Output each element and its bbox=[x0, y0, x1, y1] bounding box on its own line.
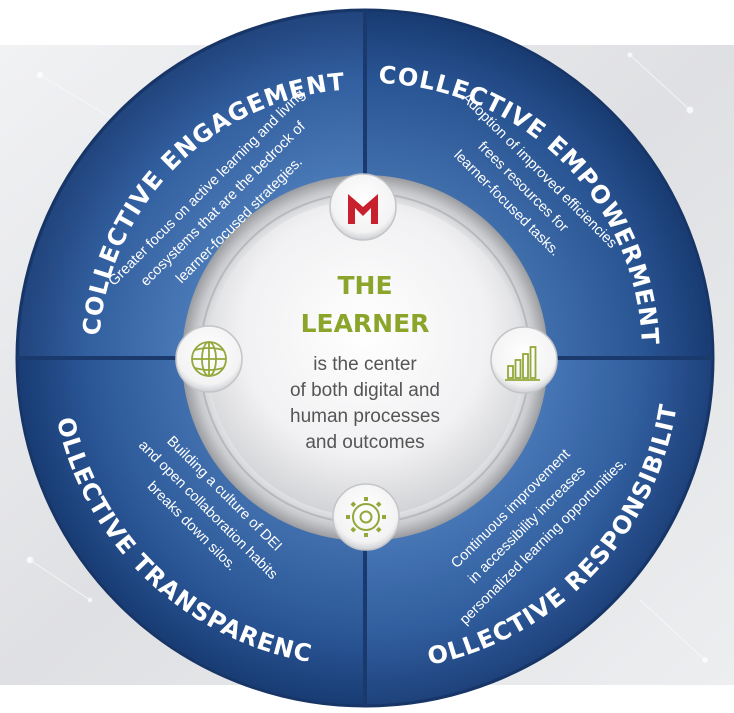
bar-chart-icon bbox=[490, 326, 558, 394]
center-body-line: and outcomes bbox=[305, 432, 424, 453]
center-title-line2: LEARNER bbox=[301, 309, 430, 338]
center-body-line: human processes bbox=[290, 406, 440, 427]
m-logo-icon bbox=[329, 173, 397, 241]
center-body-line: is the center bbox=[313, 354, 417, 375]
center-body-line: of both digital and bbox=[290, 380, 440, 401]
center-disc bbox=[207, 200, 523, 516]
gear-icon bbox=[332, 483, 400, 551]
center-title-line1: THE bbox=[337, 271, 392, 300]
globe-icon bbox=[175, 325, 243, 393]
